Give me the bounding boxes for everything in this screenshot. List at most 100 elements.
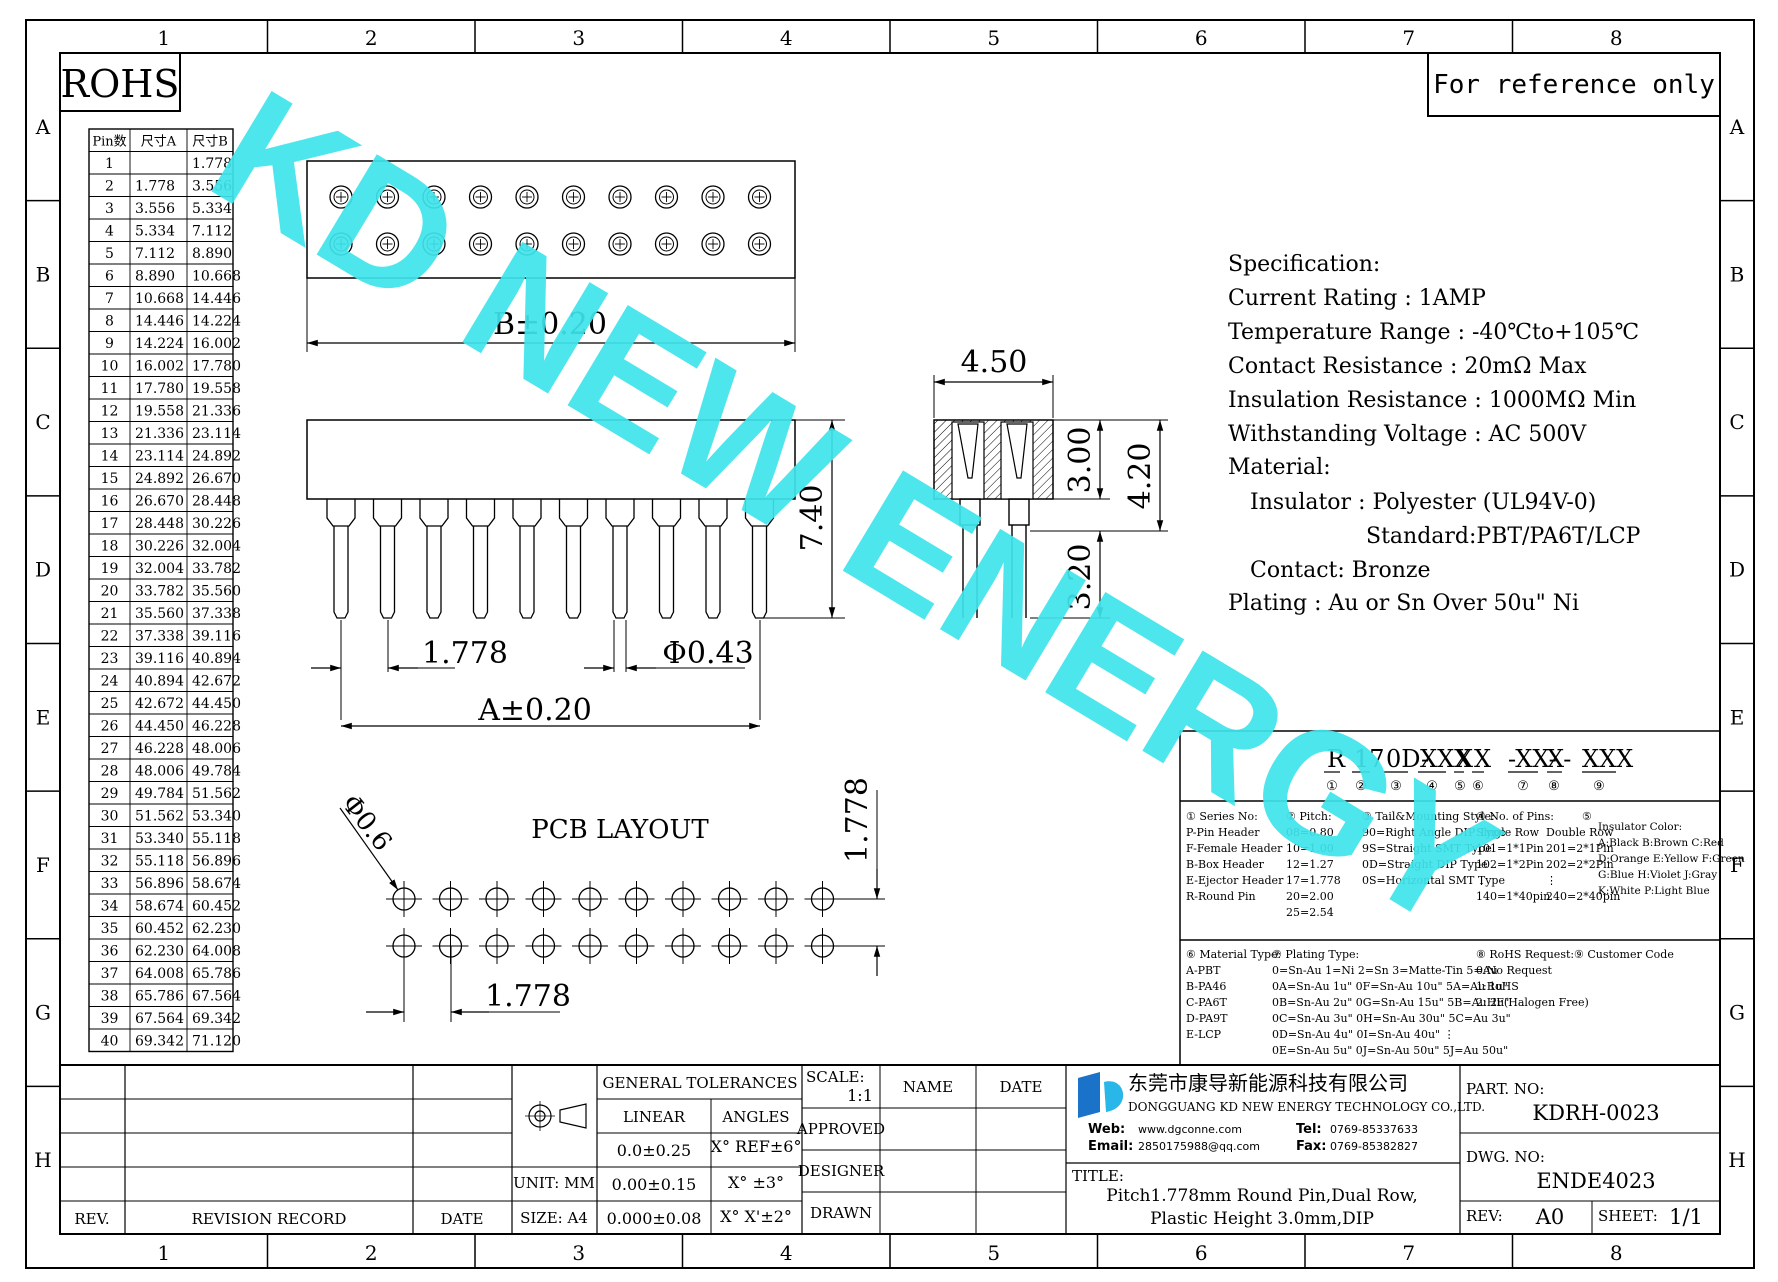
pin-table-cell: 34	[101, 899, 119, 915]
pin-table-cell: 69.342	[135, 1034, 184, 1050]
spec-line: Material:	[1228, 455, 1331, 480]
pcb-pitch: 1.778	[485, 979, 571, 1014]
pin-table-cell: 37.338	[192, 606, 241, 622]
angle-1: X° REF±6°	[711, 1137, 802, 1156]
legend-plating: 0D=Sn-Au 4u" 0I=Sn-Au 40u" ⋮	[1272, 1028, 1455, 1041]
web-value[interactable]: www.dgconne.com	[1138, 1123, 1242, 1136]
pin-table-cell: 64.008	[135, 966, 184, 982]
spec-line: Specification:	[1228, 252, 1380, 277]
pin-table-cell: 28	[101, 764, 119, 780]
pin-table-cell: 35	[101, 921, 119, 937]
zone-row-right: H	[1728, 1148, 1745, 1172]
legend-pins: ④ No. of Pins:	[1476, 810, 1554, 823]
pin-table-cell: 22	[101, 629, 119, 645]
zone-col-bottom: 6	[1195, 1241, 1208, 1265]
side-view: 4.50 3.00 4.20 3.20	[933, 345, 1168, 619]
pin-table-cell: 28.448	[192, 494, 241, 510]
sheet-value: 1/1	[1669, 1205, 1703, 1229]
pin-table-cell: 49.784	[135, 786, 184, 802]
linear-1: 0.0±0.25	[617, 1141, 691, 1160]
dwg-no-label: DWG. NO:	[1466, 1148, 1545, 1166]
pin-table-cell: 14.224	[135, 336, 184, 352]
spec-line: Current Rating : 1AMP	[1228, 286, 1486, 311]
zone-row-left: B	[36, 262, 51, 286]
pin-table-cell: 29	[101, 786, 119, 802]
pin-table-cell: 46.228	[192, 719, 241, 735]
legend-rohs: 0:No Request	[1476, 964, 1553, 977]
pin-tail	[472, 526, 489, 619]
part-code-segment: -XX-	[1508, 745, 1557, 773]
rev-header: REV.	[74, 1210, 109, 1228]
pin-table-cell: 13	[101, 426, 119, 442]
contact-hole	[561, 232, 586, 256]
pcb-hole-dia: Φ0.6	[335, 789, 397, 857]
pin-table-cell: 7.112	[135, 246, 175, 262]
legend-pitch: ② Pitch:	[1286, 810, 1332, 823]
pin-table-cell: 16	[101, 494, 119, 510]
pin-table-cell: 24.892	[135, 471, 184, 487]
zone-col-bottom: 1	[157, 1241, 170, 1265]
zone-row-left: F	[36, 853, 50, 877]
contact-hole	[329, 232, 353, 256]
pin-table-cell: 18	[101, 539, 119, 555]
pin-table-cell: 44.450	[135, 719, 184, 735]
zone-row-right: F	[1730, 853, 1744, 877]
pin-table-cell: 67.564	[135, 1011, 184, 1027]
contact-hole	[608, 232, 632, 256]
pin-table-cell: 58.674	[192, 876, 241, 892]
pin-table-cell: 62.230	[135, 944, 184, 960]
part-code-segment: X-	[1547, 745, 1571, 773]
pin-table-cell: 14.446	[192, 291, 241, 307]
pin-table-cell: 33	[101, 876, 119, 892]
zone-col-bottom: 2	[365, 1241, 378, 1265]
pin-table-cell: 19.558	[192, 381, 241, 397]
pin-table-cell: 26.670	[192, 471, 241, 487]
part-no: KDRH-0023	[1532, 1101, 1659, 1125]
pin-table-cell: 23.114	[135, 449, 184, 465]
pin-table-cell: 71.120	[192, 1034, 241, 1050]
contact-hole	[701, 185, 725, 209]
dim-b-width: B±0.20	[493, 307, 607, 342]
rev-date-header: DATE	[441, 1210, 484, 1228]
fax-label: Fax:	[1296, 1139, 1326, 1154]
pin-table-cell: 9	[105, 336, 114, 352]
dim-pitch: 1.778	[422, 636, 508, 671]
pin-table-cell: 35.560	[192, 584, 241, 600]
pin-shoulder	[465, 499, 496, 527]
pin-table-cell: 1.778	[135, 179, 175, 195]
contact-hole	[375, 185, 400, 209]
dwg-no: ENDE4023	[1536, 1169, 1655, 1193]
pin-table-cell: 40.894	[192, 651, 241, 667]
pin-table-cell: 14.224	[192, 314, 241, 330]
part-code-marker: ③	[1390, 779, 1402, 794]
part-code-marker: ④	[1426, 779, 1438, 794]
pin-table-cell: 3.556	[192, 179, 232, 195]
email-value[interactable]: 2850175988@qq.com	[1138, 1140, 1260, 1153]
tel-value: 0769-85337633	[1330, 1123, 1418, 1136]
legend-material: E-LCP	[1186, 1028, 1222, 1041]
pin-table-cell: 7.112	[192, 224, 232, 240]
pin-table-cell: 6	[105, 269, 114, 285]
pin-table-cell: 32.004	[135, 561, 184, 577]
zone-row-left: C	[35, 410, 50, 434]
pin-table-cell: 37.338	[135, 629, 184, 645]
pin-table-cell: 65.786	[192, 966, 241, 982]
spec-line: Plating : Au or Sn Over 50u" Ni	[1228, 591, 1579, 616]
pin-table-cell: 16.002	[192, 336, 241, 352]
contact-hole	[701, 232, 725, 256]
pin-table-cell: 24	[101, 674, 119, 690]
legend-material: ⑥ Material Type:	[1186, 948, 1281, 961]
legend-plating: 0B=Sn-Au 2u" 0G=Sn-Au 15u" 5B=Au 2u"	[1272, 996, 1509, 1009]
pin-table-cell: 10.668	[135, 291, 184, 307]
pin-table-cell: 11	[101, 381, 119, 397]
contact-hole	[654, 185, 679, 209]
pin-table-cell: 25	[101, 696, 119, 712]
zone-col-bottom: 7	[1402, 1241, 1415, 1265]
legend-pins: 102=1*2Pin	[1476, 858, 1544, 871]
spec-line: Insulator : Polyester (UL94V-0)	[1250, 490, 1596, 515]
pin-table-cell: 23.114	[192, 426, 241, 442]
pin-table-cell: 3	[105, 201, 114, 217]
email-label: Email:	[1088, 1139, 1133, 1154]
zone-row-right: B	[1730, 262, 1745, 286]
